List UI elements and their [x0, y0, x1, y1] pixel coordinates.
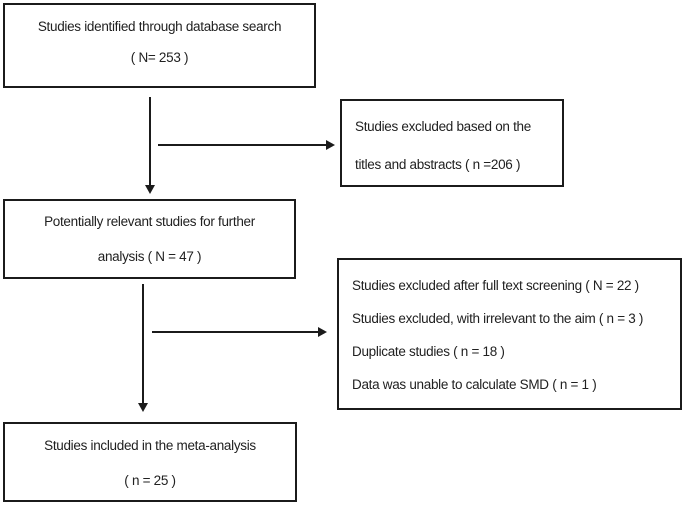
excluded-titles-text-1: Studies excluded based on the: [355, 119, 531, 134]
arrow-to-excluded-titles-line: [158, 144, 326, 146]
arrow-relevant-to-included-head: [138, 403, 148, 412]
box-studies-included: Studies included in the meta-analysis ( …: [3, 422, 297, 502]
arrow-to-excluded-fulltext-head: [318, 327, 327, 337]
arrow-to-excluded-fulltext-line: [152, 331, 318, 333]
box-studies-identified: Studies identified through database sear…: [3, 3, 316, 88]
arrow-relevant-to-included-line: [142, 284, 144, 403]
studies-identified-text: Studies identified through database sear…: [37, 19, 282, 34]
excluded-fulltext-reason-2: Studies excluded, with irrelevant to the…: [352, 311, 644, 326]
excluded-fulltext-reason-1: Studies excluded after full text screeni…: [352, 278, 639, 293]
excluded-fulltext-reason-4: Data was unable to calculate SMD ( n = 1…: [352, 377, 597, 392]
box-excluded-fulltext: Studies excluded after full text screeni…: [337, 258, 682, 410]
studies-identified-count: ( N= 253 ): [130, 50, 189, 65]
box-excluded-titles-abstracts: Studies excluded based on the titles and…: [340, 99, 564, 187]
box-potentially-relevant: Potentially relevant studies for further…: [3, 199, 296, 279]
studies-included-text: Studies included in the meta-analysis: [44, 438, 256, 453]
excluded-fulltext-reason-3: Duplicate studies ( n = 18 ): [352, 344, 505, 359]
arrow-identified-to-relevant-line: [149, 97, 151, 186]
arrow-identified-to-relevant-head: [145, 185, 155, 194]
arrow-to-excluded-titles-head: [326, 140, 335, 150]
excluded-titles-text-2: titles and abstracts ( n =206 ): [355, 157, 521, 172]
potentially-relevant-text: Potentially relevant studies for further: [44, 214, 255, 229]
potentially-relevant-count: analysis ( N = 47 ): [97, 249, 202, 264]
studies-included-count: ( n = 25 ): [124, 473, 176, 488]
